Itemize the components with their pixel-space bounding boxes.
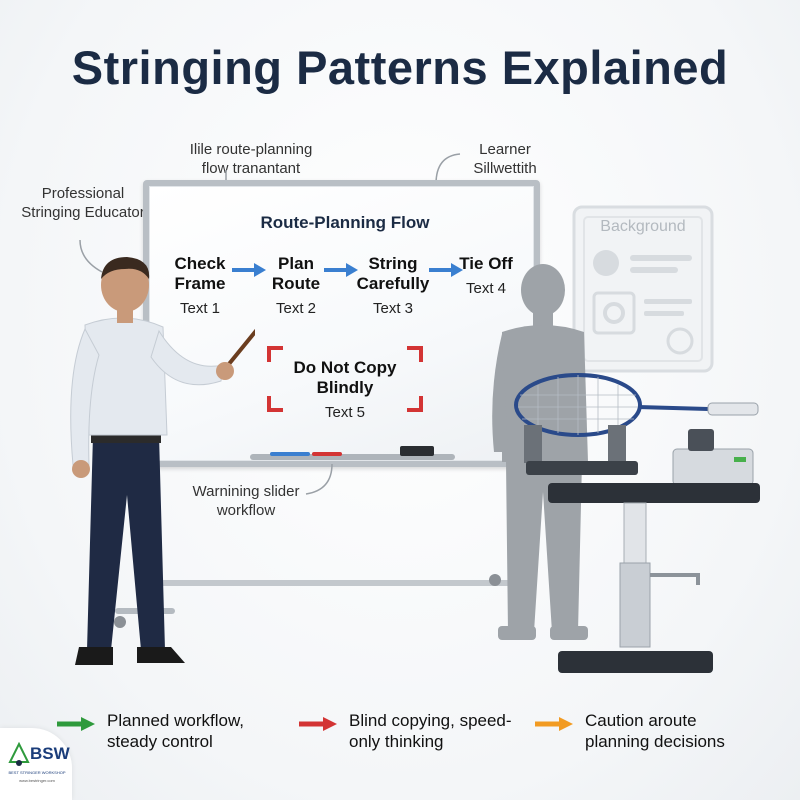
marker-icon — [270, 452, 310, 456]
stringing-machine — [514, 373, 760, 673]
step-label: Tie Off — [459, 254, 513, 273]
avatar-placeholder-icon — [593, 250, 619, 276]
marker-icon — [312, 452, 342, 456]
step-sub: Text 1 — [179, 300, 221, 317]
arrow-right-icon — [324, 263, 358, 277]
step-check-frame: Check Frame Text 1 — [160, 254, 240, 317]
arrow-right-icon — [232, 263, 266, 277]
step-string-carefully: String Carefully Text 3 — [353, 254, 433, 317]
certificate-graphic — [572, 205, 714, 373]
callout-educator-line — [79, 239, 103, 273]
marker-tray — [250, 446, 455, 460]
callout-warning: Warnining slider workflow — [192, 483, 300, 519]
step-sub: Text 2 — [275, 300, 317, 317]
step-plan-route: Plan Route Text 2 — [256, 254, 336, 317]
board-heading: Route-Planning Flow — [260, 213, 430, 232]
callout-learner: Learner Sillwettith — [473, 141, 537, 177]
callout-learner-line — [435, 153, 461, 185]
legend-item-caution: Caution aroute planning decisions — [533, 708, 773, 756]
warning-label: Do Not Copy Blindly — [293, 358, 397, 397]
certificate-label: Background — [600, 218, 686, 235]
callout-educator: Professional Stringing Educator — [21, 185, 145, 221]
arrow-right-icon — [535, 717, 573, 731]
legend-text: Caution aroute planning decisions — [585, 711, 725, 751]
logo-tagline: BEST STRINGER WORKSHOP — [8, 770, 66, 775]
logo-url: www.bestringer.com — [19, 778, 55, 783]
step-label: Plan Route — [271, 254, 321, 293]
arrow-right-icon — [429, 263, 463, 277]
brand-logo: BSW BEST STRINGER WORKSHOP www.bestringe… — [0, 728, 72, 800]
logo-text: BSW — [30, 744, 70, 763]
learner-silhouette — [492, 264, 588, 640]
seal-icon — [666, 327, 694, 355]
step-label: Check Frame — [174, 254, 226, 293]
warning-bracket-icon — [267, 346, 423, 412]
step-tie-off: Tie Off Text 4 — [446, 254, 526, 297]
legend-item-blind: Blind copying, speed-only thinking — [297, 708, 537, 756]
arrow-right-icon — [57, 717, 95, 731]
step-sub: Text 3 — [372, 300, 414, 317]
legend-item-planned: Planned workflow, steady control — [55, 708, 295, 756]
page-title: Stringing Patterns Explained — [71, 41, 729, 94]
step-label: String Carefully — [356, 254, 430, 293]
legend-text: Planned workflow, steady control — [107, 711, 245, 751]
callout-flow: Ilile route-planning flow tranantant — [189, 141, 313, 177]
step-sub: Text 4 — [465, 280, 507, 297]
legend-text: Blind copying, speed-only thinking — [349, 711, 512, 751]
warning-sub: Text 5 — [324, 404, 366, 421]
gear-icon — [603, 302, 625, 324]
educator-figure — [70, 257, 255, 665]
shuttlecock-icon — [8, 742, 30, 766]
arrow-right-icon — [299, 717, 337, 731]
eraser-icon — [400, 446, 434, 456]
callout-warning-line — [305, 463, 333, 495]
